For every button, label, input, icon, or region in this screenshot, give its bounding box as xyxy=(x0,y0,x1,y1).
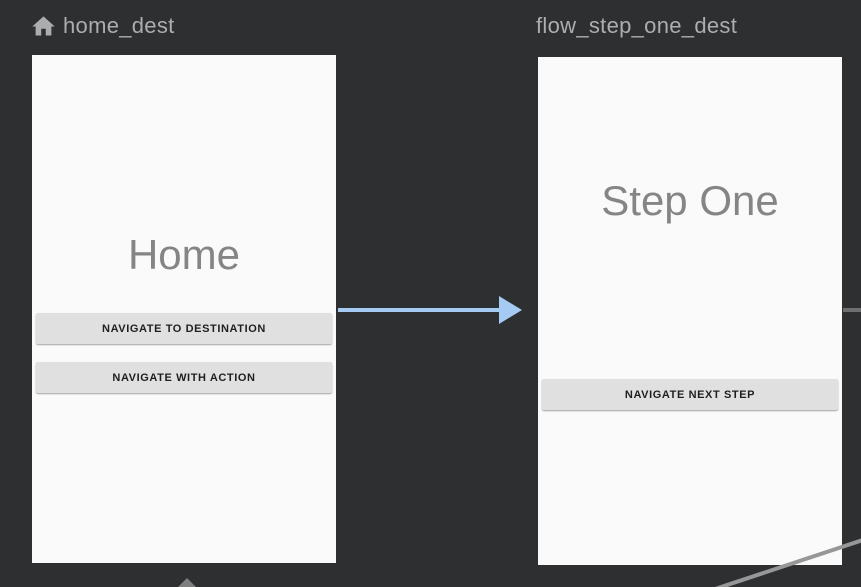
edge-arrowhead-icon xyxy=(178,578,196,587)
preview-button-navigate-next-step: NAVIGATE NEXT STEP xyxy=(542,379,838,410)
destination-preview-home-dest[interactable]: Home NAVIGATE TO DESTINATION NAVIGATE WI… xyxy=(32,55,336,563)
destination-header-flow-step-one-dest[interactable]: flow_step_one_dest xyxy=(536,10,737,42)
screen-title: Home xyxy=(127,231,241,278)
edge-incoming-home-arrowhead[interactable] xyxy=(176,578,198,587)
preview-button-navigate-with-action: NAVIGATE WITH ACTION xyxy=(36,362,332,393)
home-icon xyxy=(32,15,55,35)
destination-preview-flow-step-one-dest[interactable]: Step One NAVIGATE NEXT STEP xyxy=(538,57,842,565)
edge-home-to-step-one[interactable] xyxy=(338,296,522,324)
destination-label: home_dest xyxy=(63,13,175,38)
destination-label: flow_step_one_dest xyxy=(536,13,738,38)
preview-button-navigate-to-destination: NAVIGATE TO DESTINATION xyxy=(36,313,332,344)
destination-header-home-dest[interactable]: home_dest xyxy=(30,10,175,42)
edge-arrowhead-icon xyxy=(499,296,522,324)
screen-title: Step One xyxy=(601,177,779,224)
